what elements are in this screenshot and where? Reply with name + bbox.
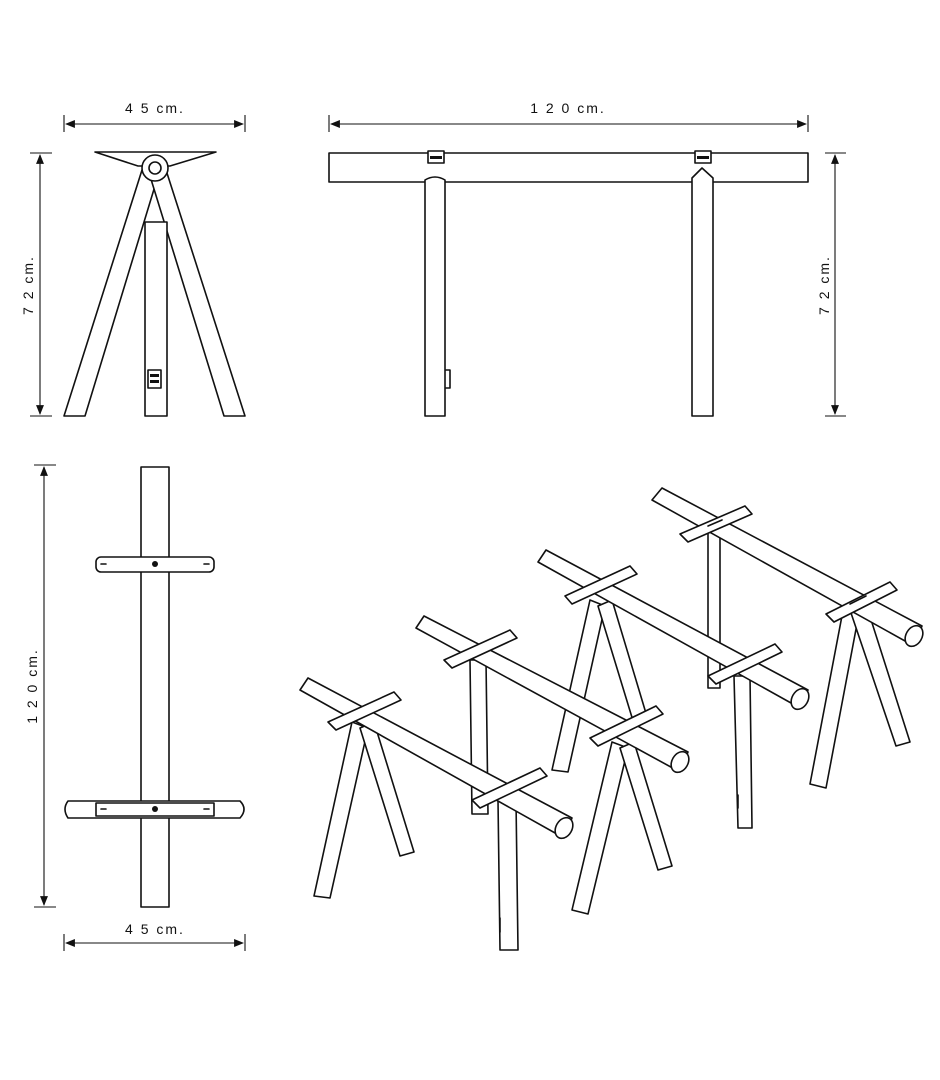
trestle-unit-1 [299,677,574,951]
top-width-label: 4 5 cm. [125,921,185,937]
top-bar [140,466,170,908]
trestle-unit-3 [537,549,810,829]
front-center-leg [144,221,168,417]
top-length-dimension: 1 2 0 cm. [24,464,56,908]
isometric-view [299,487,924,951]
top-view: 1 2 0 cm. 4 5 cm. [24,464,246,951]
side-width-dimension: 1 2 0 cm. [328,100,809,132]
side-height-label: 7 2 cm. [816,255,832,315]
bar-end-circle [141,154,169,182]
top-width-dimension: 4 5 cm. [63,921,246,951]
front-latch [147,369,162,389]
front-height-dimension: 7 2 cm. [20,152,52,417]
front-view: 4 5 cm. 7 2 cm. [20,100,246,417]
trestle-unit-4 [651,487,924,789]
front-height-label: 7 2 cm. [20,255,36,315]
side-view: 1 2 0 cm. 7 2 cm. [328,100,846,417]
front-width-dimension: 4 5 cm. [63,100,246,132]
front-width-label: 4 5 cm. [125,100,185,116]
front-left-leg [63,169,159,417]
side-height-dimension: 7 2 cm. [816,152,846,417]
top-length-label: 1 2 0 cm. [24,648,40,724]
trestle-unit-2 [415,615,690,915]
side-leg-left [424,176,446,417]
side-leg-right [691,167,714,417]
side-top-bar [328,152,809,183]
side-width-label: 1 2 0 cm. [530,100,606,116]
